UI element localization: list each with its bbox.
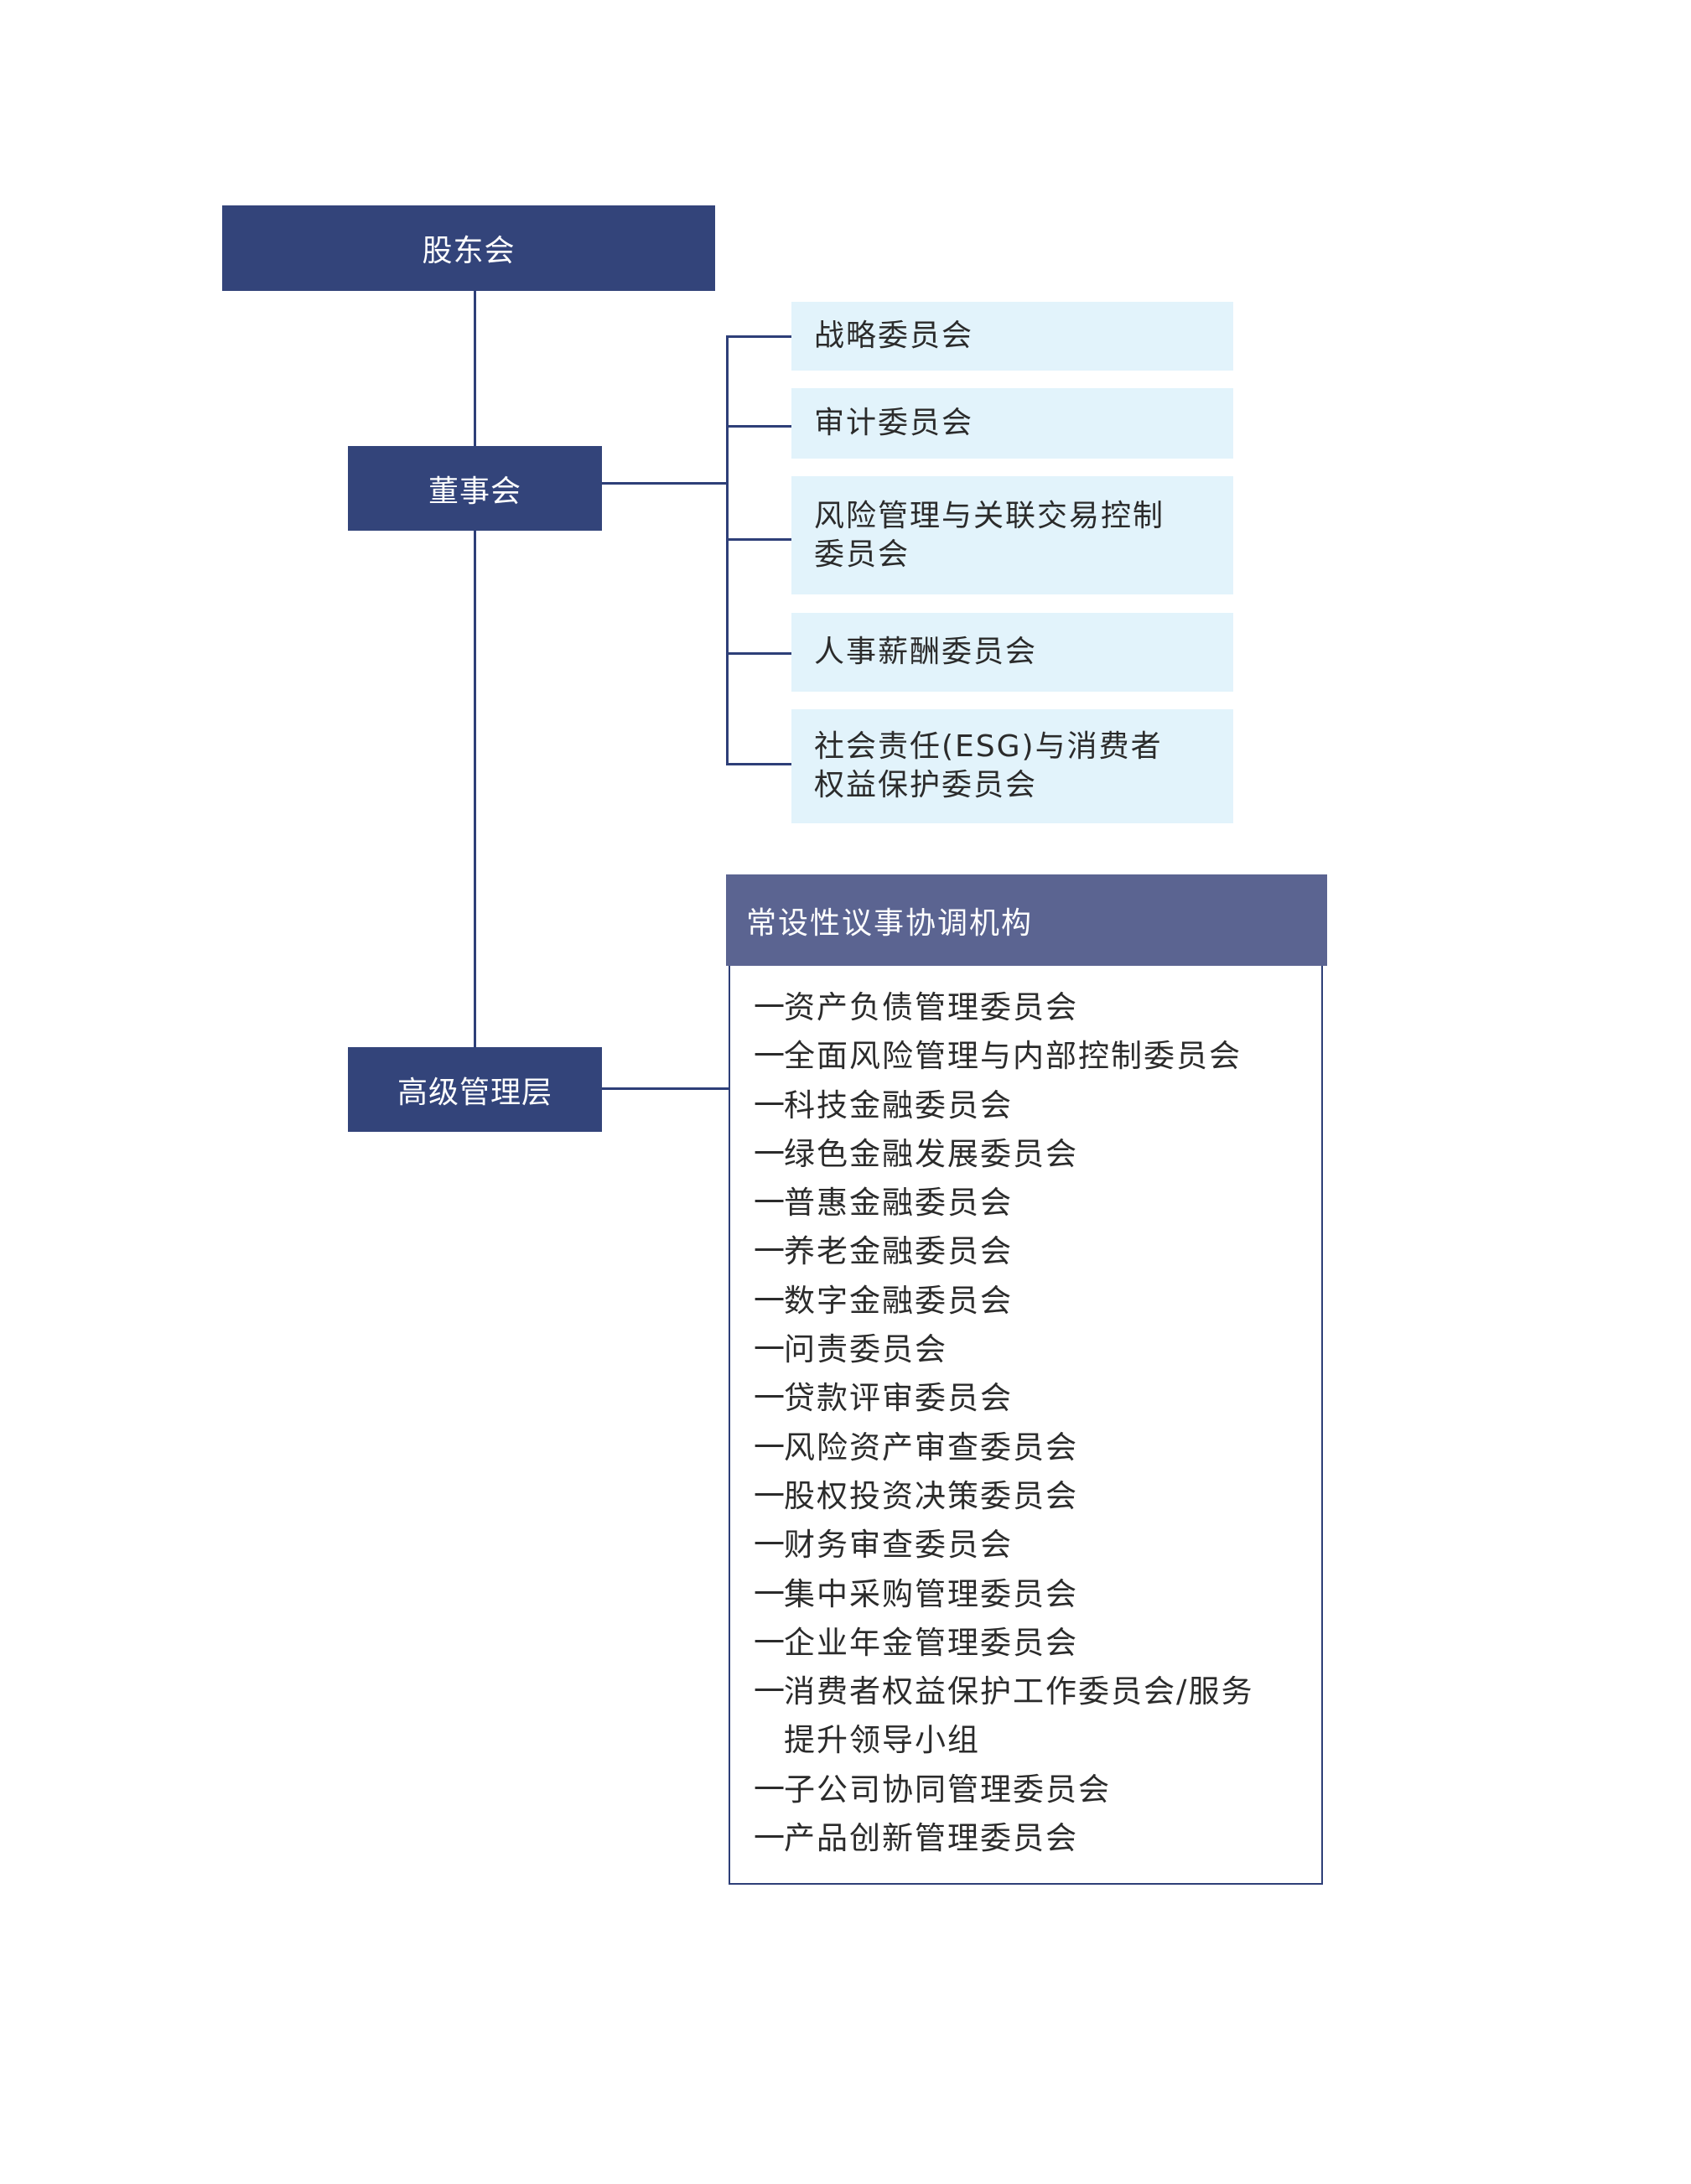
list-item-label: 养老金融委员会 (784, 1233, 1013, 1270)
board-committee-label: 人事薪酬委员会 (814, 635, 1038, 669)
dash-marker: 一 (754, 1820, 786, 1857)
standing-bodies-list: 一资产负债管理委员会 一全面风险管理与内部控制委员会 一科技金融委员会 一绿色金… (754, 983, 1324, 1863)
list-item-label: 股权投资决策委员会 (784, 1477, 1078, 1514)
list-item: 一问责委员会 (754, 1325, 1324, 1374)
list-item: 一资产负债管理委员会 (754, 983, 1324, 1032)
board-committee-label: 社会责任(ESG)与消费者 权益保护委员会 (814, 729, 1163, 802)
board-committee-box: 社会责任(ESG)与消费者 权益保护委员会 (791, 709, 1233, 823)
board-committee-box: 人事薪酬委员会 (791, 613, 1233, 692)
connector-committee-2 (726, 425, 791, 428)
senior-management-label: 高级管理层 (397, 1075, 552, 1110)
list-item-label: 消费者权益保护工作委员会/服务 提升领导小组 (784, 1673, 1254, 1759)
list-item: 一风险资产审查委员会 (754, 1424, 1324, 1472)
connector-committee-5 (726, 763, 791, 765)
dash-marker: 一 (754, 1038, 786, 1075)
dash-marker: 一 (754, 1527, 786, 1564)
list-item-label: 风险资产审查委员会 (784, 1429, 1078, 1466)
list-item-label: 子公司协同管理委员会 (784, 1771, 1111, 1808)
connector-management-to-bodies (602, 1087, 730, 1090)
list-item: 一集中采购管理委员会 (754, 1570, 1324, 1619)
dash-marker: 一 (754, 1771, 786, 1808)
list-item-label: 普惠金融委员会 (784, 1185, 1013, 1222)
board-label: 董事会 (428, 474, 521, 509)
list-item: 一养老金融委员会 (754, 1227, 1324, 1276)
dash-marker: 一 (754, 1673, 786, 1710)
list-item: 一绿色金融发展委员会 (754, 1130, 1324, 1179)
list-item-label: 产品创新管理委员会 (784, 1820, 1078, 1857)
list-item-label: 企业年金管理委员会 (784, 1624, 1078, 1661)
senior-management-node: 高级管理层 (348, 1047, 602, 1132)
board-committee-label: 战略委员会 (814, 319, 974, 353)
shareholders-label: 股东会 (422, 234, 516, 268)
board-committee-label: 风险管理与关联交易控制 委员会 (814, 498, 1165, 572)
list-item-label: 数字金融委员会 (784, 1282, 1013, 1319)
dash-marker: 一 (754, 1477, 786, 1514)
shareholders-node: 股东会 (222, 205, 715, 291)
board-committee-box: 审计委员会 (791, 388, 1233, 459)
dash-marker: 一 (754, 1429, 786, 1466)
list-item: 一消费者权益保护工作委员会/服务 提升领导小组 (754, 1668, 1324, 1766)
list-item-label: 科技金融委员会 (784, 1087, 1013, 1123)
standing-bodies-title: 常设性议事协调机构 (746, 905, 1034, 941)
list-item: 一企业年金管理委员会 (754, 1619, 1324, 1668)
list-item-label: 贷款评审委员会 (784, 1380, 1013, 1417)
list-item: 一产品创新管理委员会 (754, 1814, 1324, 1863)
list-item-label: 问责委员会 (784, 1331, 947, 1368)
dash-marker: 一 (754, 1135, 786, 1172)
list-item-label: 绿色金融发展委员会 (784, 1135, 1078, 1172)
dash-marker: 一 (754, 1624, 786, 1661)
connector-committee-3 (726, 538, 791, 541)
connector-board-to-committees (602, 482, 728, 485)
dash-marker: 一 (754, 1087, 786, 1123)
list-item-label: 财务审查委员会 (784, 1527, 1013, 1564)
list-item: 一数字金融委员会 (754, 1277, 1324, 1325)
dash-marker: 一 (754, 1282, 786, 1319)
board-committee-box: 风险管理与关联交易控制 委员会 (791, 476, 1233, 594)
connector-trunk (474, 291, 476, 1050)
list-item-label: 资产负债管理委员会 (784, 989, 1078, 1025)
list-item: 一财务审查委员会 (754, 1521, 1324, 1569)
board-committee-box: 战略委员会 (791, 302, 1233, 371)
list-item-label: 集中采购管理委员会 (784, 1575, 1078, 1612)
dash-marker: 一 (754, 1575, 786, 1612)
dash-marker: 一 (754, 989, 786, 1025)
board-committee-label: 审计委员会 (814, 406, 974, 440)
standing-bodies-header: 常设性议事协调机构 (726, 874, 1327, 966)
list-item: 一全面风险管理与内部控制委员会 (754, 1032, 1324, 1081)
dash-marker: 一 (754, 1233, 786, 1270)
list-item: 一股权投资决策委员会 (754, 1472, 1324, 1521)
standing-bodies-panel (729, 966, 1323, 1885)
dash-marker: 一 (754, 1185, 786, 1222)
connector-committee-spine (726, 335, 729, 765)
dash-marker: 一 (754, 1331, 786, 1368)
board-node: 董事会 (348, 446, 602, 531)
list-item: 一科技金融委员会 (754, 1082, 1324, 1130)
connector-committee-4 (726, 652, 791, 655)
dash-marker: 一 (754, 1380, 786, 1417)
list-item: 一贷款评审委员会 (754, 1374, 1324, 1423)
list-item: 一普惠金融委员会 (754, 1179, 1324, 1227)
list-item: 一子公司协同管理委员会 (754, 1766, 1324, 1814)
connector-committee-1 (726, 335, 791, 338)
list-item-label: 全面风险管理与内部控制委员会 (784, 1038, 1242, 1075)
